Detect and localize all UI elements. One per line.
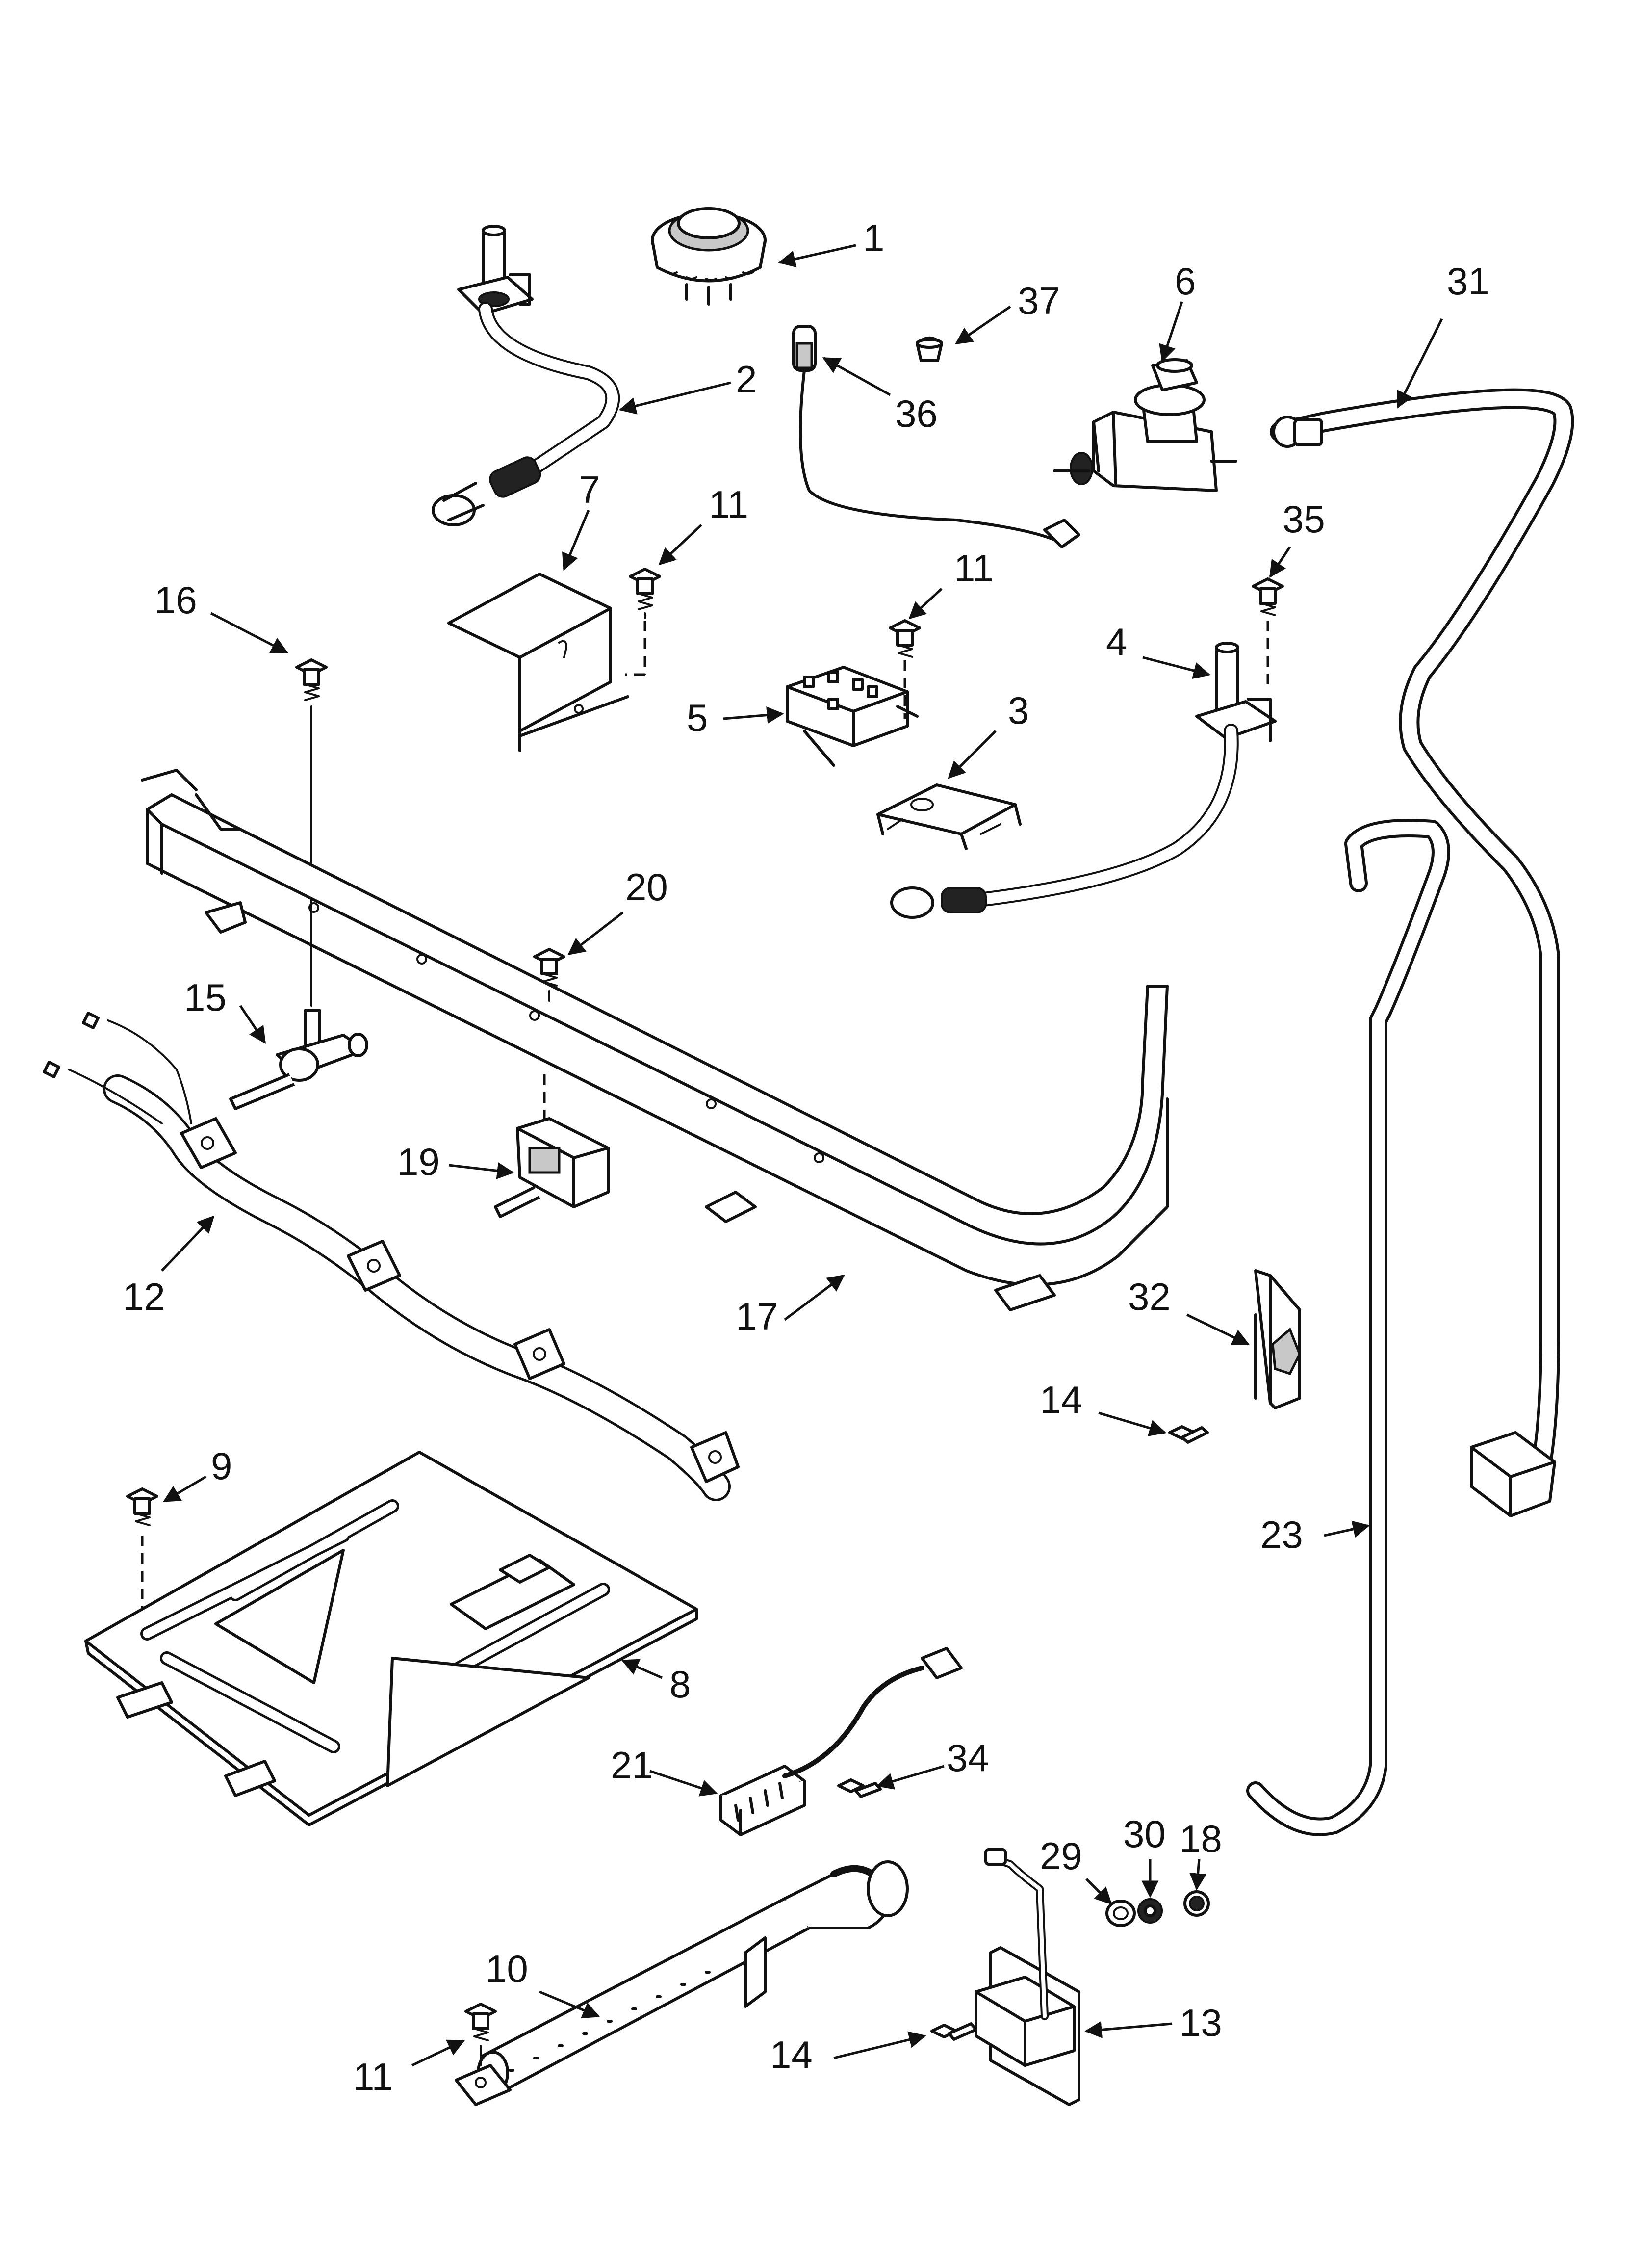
- leader-lines: [161, 244, 1443, 2067]
- part-14-screw-right: [1168, 1425, 1209, 1444]
- callout-36: 36: [895, 392, 938, 435]
- part-16-screw: [295, 658, 328, 1007]
- part-37-grommet: [916, 337, 943, 362]
- callout-3: 3: [1008, 689, 1029, 732]
- part-17-manifold-bracket: [141, 769, 1169, 1311]
- part-29-nut: [1105, 1900, 1136, 1927]
- part-18-orifice-spud: [1183, 1890, 1210, 1917]
- part-6-pressure-regulator: [1053, 358, 1237, 492]
- part-7-shield: [447, 573, 629, 752]
- part-19-valve-switch: [494, 1117, 610, 1218]
- callout-20: 20: [625, 865, 668, 909]
- part-35-screw: [1252, 577, 1284, 689]
- callout-17: 17: [736, 1295, 778, 1338]
- part-5-spark-module: [786, 666, 919, 767]
- callout-37: 37: [1018, 279, 1060, 322]
- callout-14-right: 14: [1040, 1378, 1082, 1421]
- part-12-wiring-harness: [43, 1012, 740, 1501]
- callout-8: 8: [669, 1663, 691, 1706]
- callout-35: 35: [1283, 497, 1325, 541]
- part-15-valve: [229, 1009, 368, 1110]
- callout-7: 7: [579, 468, 600, 511]
- part-14-screw-bottom: [930, 2022, 977, 2041]
- part-10-oven-burner: [455, 1860, 909, 2106]
- part-1-burner-cap: [651, 207, 767, 306]
- part-3-bracket: [876, 783, 1022, 850]
- part-2-burner-tube: [432, 225, 620, 526]
- part-4-burner-tube: [890, 642, 1277, 919]
- callout-32: 32: [1128, 1275, 1171, 1318]
- callout-11-middle: 11: [954, 547, 994, 590]
- callout-10: 10: [486, 1947, 528, 1990]
- callout-34: 34: [947, 1736, 989, 1779]
- callout-4: 4: [1106, 620, 1127, 663]
- callout-23: 23: [1260, 1513, 1303, 1556]
- part-8-base-plate: [84, 1451, 698, 1826]
- callout-labels: 1 2 3 4 5 6 7 8 9 10 11 11 11 12 13 14 1…: [123, 216, 1489, 2098]
- callout-9: 9: [211, 1444, 232, 1487]
- callout-30: 30: [1123, 1812, 1166, 1855]
- callout-21: 21: [611, 1744, 653, 1787]
- part-23-tube: [1246, 819, 1450, 1836]
- callout-19: 19: [397, 1140, 440, 1183]
- callout-12: 12: [123, 1275, 165, 1318]
- callout-29: 29: [1040, 1834, 1082, 1877]
- part-32-bracket-plate: [1254, 1269, 1301, 1409]
- callout-11-bottom: 11: [353, 2055, 393, 2098]
- callout-1: 1: [863, 216, 884, 260]
- callout-14-bottom: 14: [770, 2033, 813, 2076]
- callout-15: 15: [184, 976, 227, 1019]
- part-13-oven-valve-bracket: [975, 1848, 1080, 2106]
- callout-18: 18: [1180, 1817, 1222, 1860]
- part-21-igniter: [719, 1647, 963, 1836]
- callout-2: 2: [736, 358, 757, 401]
- part-11-screw-bottom: [464, 2003, 497, 2066]
- part-36-spark-electrode: [792, 325, 1080, 548]
- part-11-screw-middle: [889, 619, 921, 719]
- part-30-nut: [1137, 1898, 1163, 1924]
- callout-31: 31: [1447, 260, 1489, 303]
- callout-5: 5: [687, 696, 708, 739]
- callout-11-top: 11: [709, 483, 748, 526]
- callout-16: 16: [154, 578, 197, 622]
- callout-6: 6: [1175, 260, 1196, 303]
- part-11-screw-top: [625, 568, 661, 676]
- callout-13: 13: [1180, 2001, 1222, 2044]
- part-31-manifold-pipe: [1270, 388, 1574, 1517]
- part-34-screw: [837, 1778, 882, 1798]
